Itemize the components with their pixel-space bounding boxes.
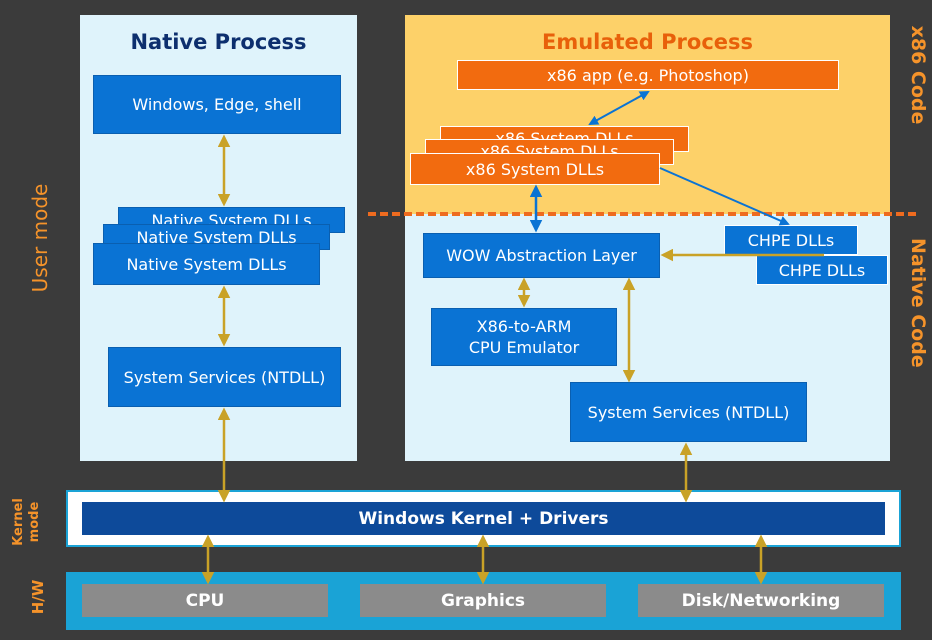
hw-disk-networking: Disk/Networking xyxy=(638,584,884,617)
cpu-emulator-line2: CPU Emulator xyxy=(468,338,580,357)
emulated-process-title: Emulated Process xyxy=(541,30,754,54)
native-process-title: Native Process xyxy=(130,30,307,54)
cpu-emulator-line1: X86-to-ARM xyxy=(476,317,572,336)
user-native-divider xyxy=(368,212,916,216)
native-system-services: System Services (NTDLL) xyxy=(108,347,341,407)
kernel-drivers-bar: Windows Kernel + Drivers xyxy=(82,502,885,535)
hw-graphics: Graphics xyxy=(360,584,606,617)
emulated-system-services: System Services (NTDLL) xyxy=(570,382,807,442)
hw-cpu: CPU xyxy=(82,584,328,617)
native-app-box: Windows, Edge, shell xyxy=(93,75,341,134)
native-system-dlls: Native System DLLs xyxy=(93,243,320,285)
chpe-dlls-box-1: CHPE DLLs xyxy=(724,225,858,255)
arrow-x86dlls-chpe xyxy=(659,167,790,226)
wow-abstraction-layer: WOW Abstraction Layer xyxy=(423,233,660,278)
x86-system-dlls: x86 System DLLs xyxy=(410,153,660,185)
x86-app-box: x86 app (e.g. Photoshop) xyxy=(457,60,839,90)
cpu-emulator-box: X86-to-ARM CPU Emulator xyxy=(431,308,617,366)
arrow-x86app-dlls xyxy=(588,91,650,125)
